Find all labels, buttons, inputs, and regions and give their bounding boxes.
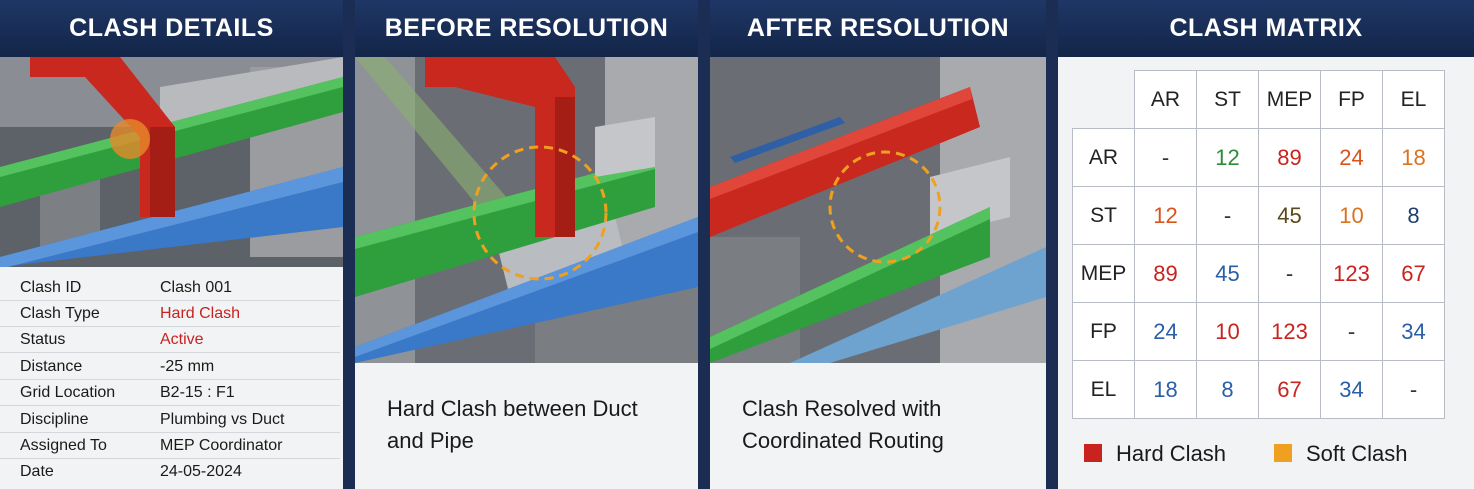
detail-key: Status bbox=[20, 331, 66, 348]
clash-3d-view[interactable] bbox=[0, 57, 343, 267]
matrix-cell[interactable]: 12 bbox=[1134, 186, 1197, 245]
hard-clash-swatch bbox=[1084, 444, 1102, 462]
matrix-cell[interactable]: 24 bbox=[1320, 128, 1383, 187]
matrix-row-header: FP bbox=[1072, 302, 1135, 361]
matrix-row: AR - 12 89 24 18 bbox=[1072, 128, 1445, 187]
detail-value: B2-15 : F1 bbox=[160, 384, 235, 401]
matrix-cell[interactable]: 89 bbox=[1258, 128, 1321, 187]
clash-details-panel: CLASH DETAILS bbox=[0, 0, 343, 489]
clash-details-title: CLASH DETAILS bbox=[0, 0, 343, 57]
matrix-cell[interactable]: 18 bbox=[1382, 128, 1445, 187]
detail-key: Clash Type bbox=[20, 305, 100, 322]
detail-row-grid-location: Grid Location B2-15 : F1 bbox=[0, 380, 340, 406]
matrix-header-row: AR ST MEP FP EL bbox=[1073, 70, 1445, 129]
detail-row-clash-id: Clash ID Clash 001 bbox=[0, 275, 340, 301]
matrix-col-header: MEP bbox=[1258, 70, 1321, 129]
detail-row-assigned-to: Assigned To MEP Coordinator bbox=[0, 433, 340, 459]
detail-key: Discipline bbox=[20, 411, 89, 428]
detail-row-distance: Distance -25 mm bbox=[0, 354, 340, 380]
matrix-cell[interactable]: 34 bbox=[1382, 302, 1445, 361]
after-caption-line-2: Coordinated Routing bbox=[742, 428, 944, 453]
after-resolution-panel: AFTER RESOLUTION bbox=[710, 0, 1046, 489]
matrix-cell[interactable]: 8 bbox=[1196, 360, 1259, 419]
before-resolution-panel: BEFORE RESOLUTION bbox=[355, 0, 698, 489]
detail-value: -25 mm bbox=[160, 358, 215, 375]
matrix-row: FP 24 10 123 - 34 bbox=[1072, 302, 1445, 361]
matrix-cell[interactable]: 45 bbox=[1196, 244, 1259, 303]
before-3d-view[interactable] bbox=[355, 57, 698, 363]
matrix-cell[interactable]: 67 bbox=[1258, 360, 1321, 419]
after-caption-line-1: Clash Resolved with bbox=[742, 396, 942, 421]
after-3d-view[interactable] bbox=[710, 57, 1046, 363]
matrix-cell[interactable]: 10 bbox=[1196, 302, 1259, 361]
matrix-col-header: ST bbox=[1196, 70, 1259, 129]
detail-key: Assigned To bbox=[20, 437, 107, 454]
before-caption-line-2: and Pipe bbox=[387, 428, 474, 453]
after-caption: Clash Resolved with Coordinated Routing bbox=[742, 393, 944, 457]
detail-value: 24-05-2024 bbox=[160, 463, 242, 480]
detail-value: Active bbox=[160, 331, 204, 348]
soft-clash-legend-label: Soft Clash bbox=[1306, 441, 1408, 466]
matrix-cell[interactable]: 18 bbox=[1134, 360, 1197, 419]
detail-key: Distance bbox=[20, 358, 83, 375]
matrix-row-header: MEP bbox=[1072, 244, 1135, 303]
clash-matrix-title: CLASH MATRIX bbox=[1058, 0, 1474, 57]
detail-value: Clash 001 bbox=[160, 279, 233, 296]
matrix-row: MEP 89 45 - 123 67 bbox=[1072, 244, 1445, 303]
detail-value: Plumbing vs Duct bbox=[160, 411, 285, 428]
matrix-row-header: EL bbox=[1072, 360, 1135, 419]
detail-row-status: Status Active bbox=[0, 327, 340, 353]
detail-value: MEP Coordinator bbox=[160, 437, 283, 454]
matrix-row-header: AR bbox=[1072, 128, 1135, 187]
matrix-col-header: FP bbox=[1320, 70, 1383, 129]
soft-clash-swatch bbox=[1274, 444, 1292, 462]
matrix-cell[interactable]: 24 bbox=[1134, 302, 1197, 361]
detail-row-date: Date 24-05-2024 bbox=[0, 459, 340, 485]
matrix-cell[interactable]: - bbox=[1258, 244, 1321, 303]
matrix-cell[interactable]: 45 bbox=[1258, 186, 1321, 245]
clash-matrix-panel: CLASH MATRIX AR ST MEP FP EL AR - 12 89 … bbox=[1058, 0, 1474, 489]
matrix-cell[interactable]: - bbox=[1196, 186, 1259, 245]
matrix-cell[interactable]: 10 bbox=[1320, 186, 1383, 245]
matrix-row: EL 18 8 67 34 - bbox=[1072, 360, 1445, 419]
matrix-col-header: EL bbox=[1382, 70, 1445, 129]
before-caption: Hard Clash between Duct and Pipe bbox=[387, 393, 638, 457]
matrix-cell[interactable]: 67 bbox=[1382, 244, 1445, 303]
matrix-cell[interactable]: - bbox=[1382, 360, 1445, 419]
matrix-cell[interactable]: 123 bbox=[1320, 244, 1383, 303]
detail-value: Hard Clash bbox=[160, 305, 241, 322]
detail-key: Date bbox=[20, 463, 54, 480]
hard-clash-legend-label: Hard Clash bbox=[1116, 441, 1227, 466]
before-resolution-title: BEFORE RESOLUTION bbox=[355, 0, 698, 57]
matrix-col-header: AR bbox=[1134, 70, 1197, 129]
detail-key: Grid Location bbox=[20, 384, 116, 401]
before-caption-line-1: Hard Clash between Duct bbox=[387, 396, 638, 421]
matrix-row: ST 12 - 45 10 8 bbox=[1072, 186, 1445, 245]
detail-row-clash-type: Clash Type Hard Clash bbox=[0, 301, 340, 327]
detail-key: Clash ID bbox=[20, 279, 82, 296]
matrix-corner bbox=[1073, 71, 1135, 129]
matrix-cell[interactable]: - bbox=[1134, 128, 1197, 187]
matrix-cell[interactable]: - bbox=[1320, 302, 1383, 361]
matrix-cell[interactable]: 8 bbox=[1382, 186, 1445, 245]
matrix-cell[interactable]: 123 bbox=[1258, 302, 1321, 361]
matrix-cell[interactable]: 34 bbox=[1320, 360, 1383, 419]
detail-row-discipline: Discipline Plumbing vs Duct bbox=[0, 407, 340, 433]
matrix-cell[interactable]: 12 bbox=[1196, 128, 1259, 187]
clash-matrix-table: AR ST MEP FP EL AR - 12 89 24 18 ST 12 -… bbox=[1072, 70, 1445, 419]
after-resolution-title: AFTER RESOLUTION bbox=[710, 0, 1046, 57]
matrix-cell[interactable]: 89 bbox=[1134, 244, 1197, 303]
matrix-row-header: ST bbox=[1072, 186, 1135, 245]
